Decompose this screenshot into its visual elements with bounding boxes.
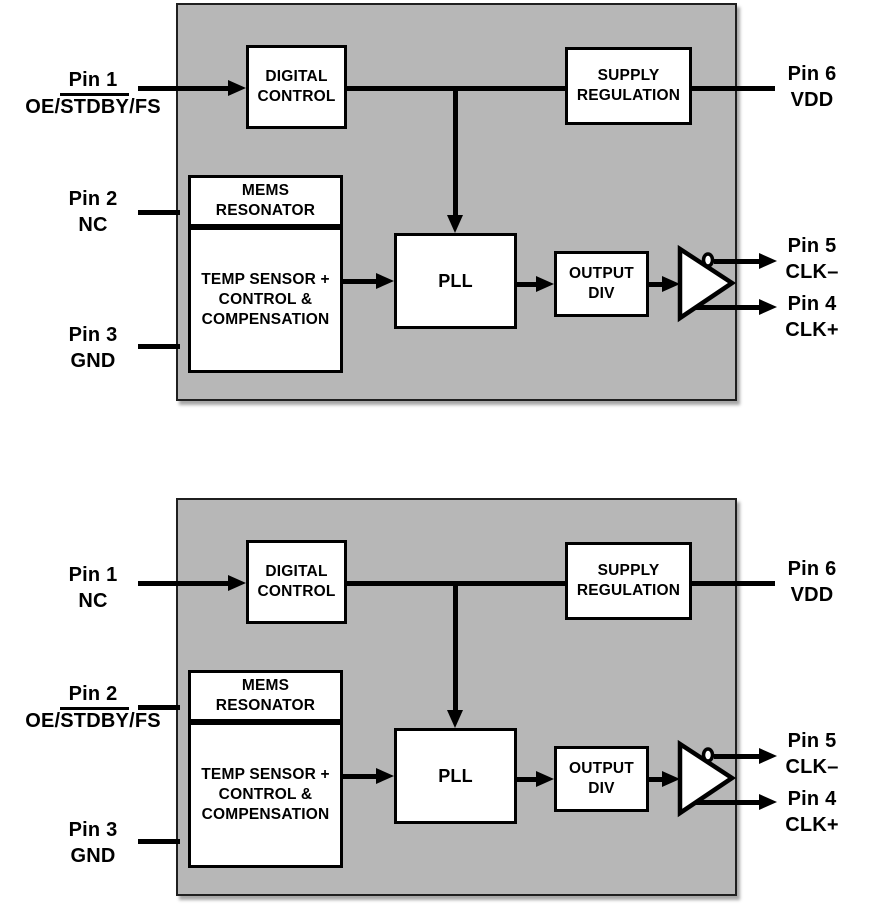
pin3-label: Pin 3 GND xyxy=(8,817,178,869)
arrowhead-right-icon xyxy=(376,768,394,784)
pin4-number: Pin 4 xyxy=(787,788,837,810)
wire-temp-sensor-to-pll xyxy=(343,279,378,284)
wire-supply-to-pin6 xyxy=(692,581,775,586)
wire-branch-to-pll xyxy=(453,581,458,711)
block-pll: PLL xyxy=(394,728,517,824)
wire-pin3-stub xyxy=(138,344,180,349)
block-digital-control: DIGITAL CONTROL xyxy=(246,540,347,624)
wire-temp-sensor-to-pll xyxy=(343,774,378,779)
block-diagram-variant-2: DIGITAL CONTROL SUPPLY REGULATION MEMS R… xyxy=(0,498,870,900)
wire-buffer-to-pin4 xyxy=(694,305,761,310)
pin5-signal: CLK– xyxy=(785,756,839,778)
block-mems-resonator: MEMS RESONATOR xyxy=(188,175,343,227)
wire-pin1-to-digital-control xyxy=(138,581,230,586)
pin5-label: Pin 5 CLK– xyxy=(772,233,852,285)
pin4-signal: CLK+ xyxy=(785,814,839,836)
output-buffer-icon xyxy=(677,739,737,818)
pin6-number: Pin 6 xyxy=(787,63,837,85)
wire-pin1-to-digital-control xyxy=(138,86,230,91)
pin1-signal: NC xyxy=(78,590,108,612)
pin3-number: Pin 3 xyxy=(68,819,118,841)
block-output-div: OUTPUT DIV xyxy=(554,746,649,812)
pin5-signal: CLK– xyxy=(785,261,839,283)
wire-pll-to-output-div xyxy=(517,282,538,287)
pin6-label: Pin 6 VDD xyxy=(772,61,852,113)
pin6-number: Pin 6 xyxy=(787,558,837,580)
pin4-label: Pin 4 CLK+ xyxy=(772,786,852,838)
pin3-signal: GND xyxy=(70,845,116,867)
arrowhead-right-icon xyxy=(536,276,554,292)
inversion-bubble-icon xyxy=(701,747,715,763)
pin5-label: Pin 5 CLK– xyxy=(772,728,852,780)
output-buffer-icon xyxy=(677,244,737,323)
pin5-number: Pin 5 xyxy=(787,730,837,752)
block-diagram-variant-1: DIGITAL CONTROL SUPPLY REGULATION MEMS R… xyxy=(0,3,870,405)
block-temp-sensor-compensation: TEMP SENSOR + CONTROL & COMPENSATION xyxy=(188,227,343,373)
arrowhead-down-icon xyxy=(447,215,463,233)
pin4-signal: CLK+ xyxy=(785,319,839,341)
wire-output-div-to-buffer xyxy=(649,777,664,782)
arrowhead-down-icon xyxy=(447,710,463,728)
inversion-bubble-icon xyxy=(701,252,715,268)
pin1-number: Pin 1 xyxy=(68,564,118,586)
pin3-signal: GND xyxy=(70,350,116,372)
pin6-label: Pin 6 VDD xyxy=(772,556,852,608)
pin2-label: Pin 2 OE/STDBY/FS xyxy=(8,681,178,734)
pin3-label: Pin 3 GND xyxy=(8,322,178,374)
pin2-signal: OE/STDBY/FS xyxy=(8,707,178,734)
arrowhead-right-icon xyxy=(759,748,777,764)
wire-pll-to-output-div xyxy=(517,777,538,782)
wire-buffer-to-pin4 xyxy=(694,800,761,805)
arrowhead-right-icon xyxy=(228,575,246,591)
pin2-number: Pin 2 xyxy=(68,188,118,210)
block-temp-sensor-compensation: TEMP SENSOR + CONTROL & COMPENSATION xyxy=(188,722,343,868)
pin4-label: Pin 4 CLK+ xyxy=(772,291,852,343)
pin1-label: Pin 1 NC xyxy=(8,562,178,614)
wire-output-div-to-buffer xyxy=(649,282,664,287)
pin1-label: Pin 1 OE/STDBY/FS xyxy=(8,67,178,120)
block-output-div: OUTPUT DIV xyxy=(554,251,649,317)
wire-buffer-to-pin5 xyxy=(714,754,761,759)
arrowhead-right-icon xyxy=(662,771,680,787)
wire-branch-to-pll xyxy=(453,86,458,216)
pin2-label: Pin 2 NC xyxy=(8,186,178,238)
arrowhead-right-icon xyxy=(759,794,777,810)
block-digital-control: DIGITAL CONTROL xyxy=(246,45,347,129)
pin2-signal: NC xyxy=(78,214,108,236)
arrowhead-right-icon xyxy=(759,299,777,315)
wire-buffer-to-pin5 xyxy=(714,259,761,264)
pin1-signal: OE/STDBY/FS xyxy=(8,93,178,120)
pin4-number: Pin 4 xyxy=(787,293,837,315)
block-supply-regulation: SUPPLY REGULATION xyxy=(565,47,692,125)
wire-supply-to-pin6 xyxy=(692,86,775,91)
pin1-number: Pin 1 xyxy=(68,69,118,91)
pin3-number: Pin 3 xyxy=(68,324,118,346)
arrowhead-right-icon xyxy=(376,273,394,289)
arrowhead-right-icon xyxy=(759,253,777,269)
pin5-number: Pin 5 xyxy=(787,235,837,257)
wire-pin3-stub xyxy=(138,839,180,844)
wire-pin2-stub xyxy=(138,705,180,710)
wire-pin2-stub xyxy=(138,210,180,215)
arrowhead-right-icon xyxy=(536,771,554,787)
arrowhead-right-icon xyxy=(228,80,246,96)
block-mems-resonator: MEMS RESONATOR xyxy=(188,670,343,722)
block-supply-regulation: SUPPLY REGULATION xyxy=(565,542,692,620)
block-pll: PLL xyxy=(394,233,517,329)
pin6-signal: VDD xyxy=(790,584,834,606)
pin6-signal: VDD xyxy=(790,89,834,111)
arrowhead-right-icon xyxy=(662,276,680,292)
pin2-number: Pin 2 xyxy=(68,683,118,705)
